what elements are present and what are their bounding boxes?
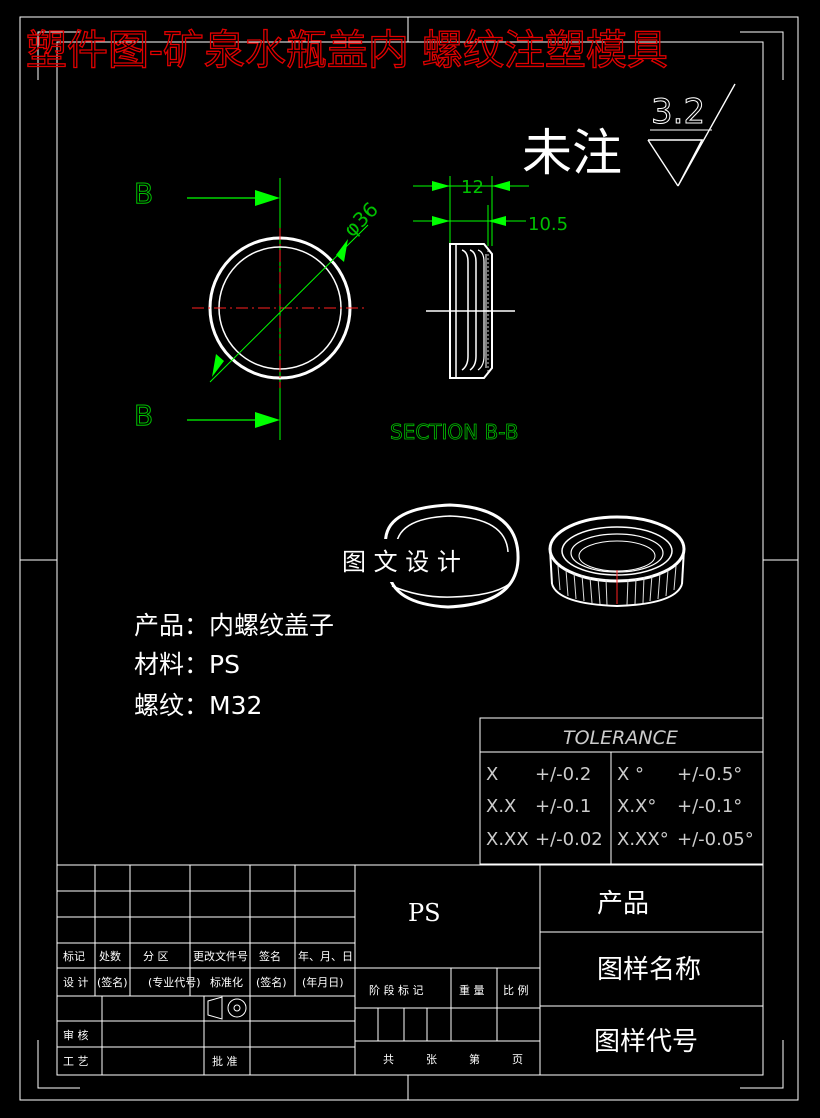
tol-label-2: X.XX°	[617, 829, 669, 850]
dim-inner: 10.5	[528, 214, 568, 235]
rev-header: 处数	[99, 950, 121, 963]
watermark-text: 图 文 设 计	[342, 548, 461, 576]
design-cell: (年月日)	[302, 975, 344, 989]
tb-sheet-headers: 共 张 第 页	[383, 1052, 523, 1066]
stage-header: 比 例	[503, 983, 529, 997]
tb-process: 工 艺	[63, 1055, 89, 1068]
tb-drawing-code: 图样代号	[594, 1027, 698, 1057]
arrow-right-icon	[255, 412, 280, 428]
arrow-right-icon	[255, 190, 280, 206]
roughness-check-icon	[648, 83, 736, 187]
section-letter-top: B	[134, 177, 153, 210]
design-cell: (签名)	[97, 975, 128, 989]
tol-value-2: +/-0.1°	[677, 796, 742, 817]
tb-revision-headers: 标记 处数 分 区 更改文件号 签名 年、月、日	[63, 949, 353, 963]
stage-header: 阶 段 标 记	[369, 983, 424, 997]
section-letter-bottom: B	[134, 399, 153, 432]
tolerance-rows: X +/-0.2 X ° +/-0.5° X.X +/-0.1 X.X° +/-…	[486, 764, 754, 850]
tol-value-2: +/-0.5°	[677, 764, 742, 785]
tolerance-title: TOLERANCE	[563, 727, 678, 749]
tb-approve: 批 准	[212, 1054, 238, 1068]
tol-label-1: X.X	[486, 796, 516, 817]
tb-material: PS	[408, 899, 441, 927]
sheet-header: 共	[383, 1053, 394, 1066]
tb-product: 产品	[597, 889, 649, 919]
product-info-thread: 螺纹：M32	[134, 691, 262, 720]
title-block	[56, 864, 764, 1076]
tol-value-1: +/-0.02	[535, 829, 603, 850]
tol-label-2: X °	[617, 764, 644, 785]
sheet-header: 张	[426, 1053, 437, 1066]
roughness-value: 3.2	[651, 92, 705, 132]
rev-header: 年、月、日	[298, 949, 353, 963]
tolerance-block	[479, 717, 764, 865]
cap-3d-view-left	[384, 503, 520, 609]
tol-label-1: X.XX	[486, 829, 529, 850]
design-cell: 标准化	[210, 975, 243, 989]
arrow-left-icon	[492, 181, 510, 191]
section-caption: SECTION B-B	[390, 420, 518, 444]
tb-review: 审 核	[63, 1028, 89, 1042]
arrow-icon	[212, 354, 224, 377]
rev-header: 分 区	[143, 950, 169, 963]
stage-header: 重 量	[459, 983, 485, 997]
section-view: 12 10.5 SECTION B-B	[390, 176, 568, 444]
product-info-product: 产品：内螺纹盖子	[134, 611, 334, 640]
rev-header: 签名	[259, 949, 281, 963]
roughness-symbol: 未注 3.2	[522, 83, 736, 187]
sheet-header: 页	[512, 1053, 523, 1066]
tol-value-2: +/-0.05°	[677, 829, 754, 850]
design-cell: 设 计	[63, 976, 89, 989]
cap-3d-view-right	[548, 515, 686, 608]
dim-width: 12	[461, 177, 484, 198]
arrow-icon	[336, 239, 348, 262]
arrow-right-icon	[432, 181, 450, 191]
tb-stage-headers: 阶 段 标 记 重 量 比 例	[369, 983, 529, 997]
header-title: 塑件图-矿泉水瓶盖内 螺纹注塑模具	[26, 26, 668, 74]
tol-label-1: X	[486, 764, 498, 785]
sheet-header: 第	[469, 1052, 480, 1066]
design-cell: (专业代号)	[148, 975, 201, 989]
projection-symbol-icon	[207, 996, 247, 1020]
watermark-box	[333, 539, 500, 582]
tol-label-2: X.X°	[617, 796, 656, 817]
tol-value-1: +/-0.2	[535, 764, 591, 785]
tb-design-row: 设 计 (签名) (专业代号) 标准化 (签名) (年月日)	[63, 975, 344, 989]
section-indicators: B B	[134, 177, 281, 440]
design-cell: (签名)	[256, 975, 287, 989]
arrow-right-icon	[432, 216, 450, 226]
roughness-note: 未注	[522, 124, 622, 182]
tol-value-1: +/-0.1	[535, 796, 591, 817]
tb-drawing-name: 图样名称	[597, 955, 701, 985]
arrow-left-icon	[488, 216, 506, 226]
rev-header: 更改文件号	[193, 949, 248, 963]
rev-header: 标记	[63, 949, 85, 963]
product-info-material: 材料：PS	[134, 650, 240, 679]
